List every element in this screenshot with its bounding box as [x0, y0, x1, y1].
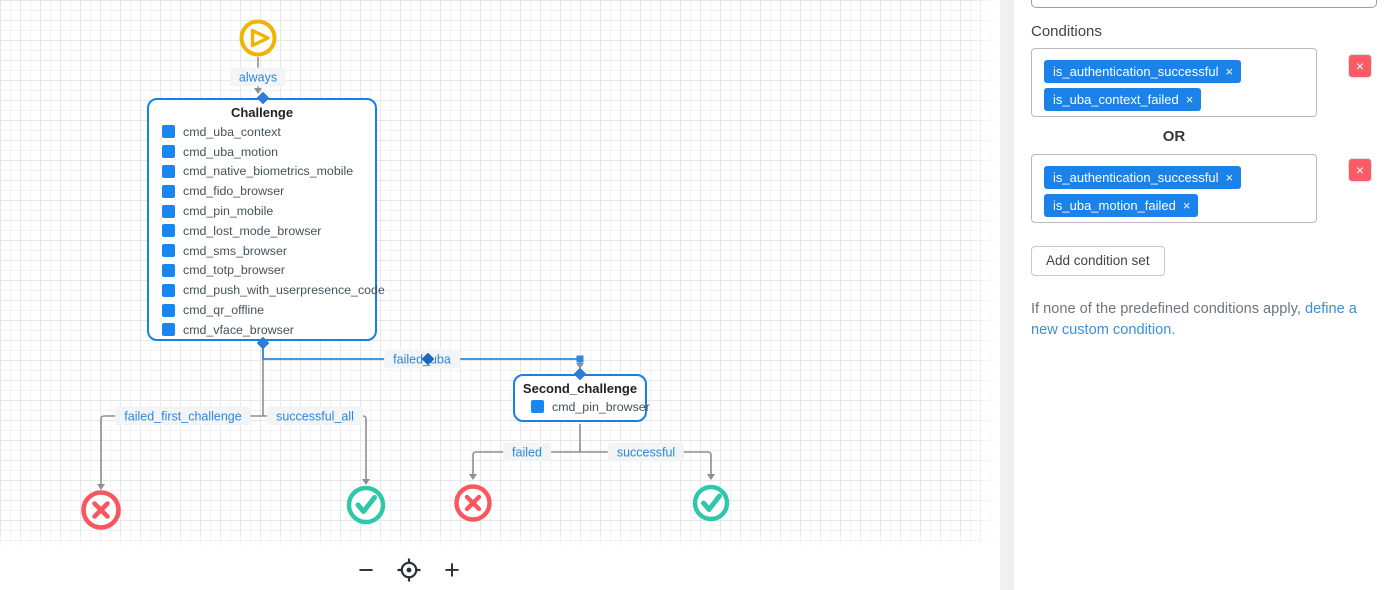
conditions-heading: Conditions — [1031, 23, 1102, 40]
canvas-zoom-toolbar: − + — [352, 556, 466, 584]
zoom-out-button[interactable]: − — [352, 556, 380, 584]
command-icon — [162, 303, 175, 317]
command-icon — [162, 244, 175, 258]
add-condition-set-button[interactable]: Add condition set — [1031, 246, 1165, 276]
delete-condition-set-button[interactable]: × — [1348, 158, 1372, 182]
command-icon — [162, 263, 175, 277]
command-row: cmd_pin_browser — [531, 397, 650, 417]
command-icon — [162, 204, 175, 218]
condition-tag-label: is_uba_context_failed — [1053, 91, 1179, 107]
close-icon: × — [1355, 162, 1365, 178]
command-label: cmd_vface_browser — [183, 322, 294, 337]
grid-fade — [972, 0, 1000, 548]
command-list: cmd_uba_context cmd_uba_motion cmd_nativ… — [162, 122, 385, 340]
command-row: cmd_lost_mode_browser — [162, 221, 375, 241]
command-row: cmd_native_biometrics_mobile — [162, 162, 375, 182]
command-row: cmd_vface_browser — [162, 320, 375, 340]
command-label: cmd_uba_context — [183, 124, 281, 139]
edge-label-failed-first-challenge[interactable]: failed_first_challenge — [115, 406, 251, 426]
minus-icon: − — [358, 554, 374, 585]
command-icon — [162, 184, 175, 198]
command-label: cmd_sms_browser — [183, 243, 287, 258]
grid-fade — [0, 534, 1000, 548]
condition-tag-label: is_authentication_successful — [1053, 63, 1219, 79]
condition-tag-label: is_uba_motion_failed — [1053, 197, 1176, 213]
fit-view-button[interactable] — [395, 556, 423, 584]
edge-label-successful[interactable]: successful — [607, 442, 685, 462]
conditions-panel: Conditions is_authentication_successful … — [1014, 0, 1390, 590]
panel-scrollbar[interactable] — [1000, 0, 1014, 590]
panel-input-partial[interactable] — [1031, 0, 1377, 8]
command-label: cmd_pin_browser — [552, 399, 650, 414]
node-challenge[interactable]: Challenge cmd_uba_context cmd_uba_motion… — [147, 98, 385, 341]
command-label: cmd_pin_mobile — [183, 204, 274, 219]
edge-label-always[interactable]: always — [229, 67, 287, 87]
command-row: cmd_uba_motion — [162, 142, 375, 162]
command-row: cmd_qr_offline — [162, 300, 375, 320]
delete-condition-set-button[interactable]: × — [1348, 54, 1372, 78]
command-icon — [162, 283, 175, 297]
command-icon — [162, 164, 175, 178]
condition-set-1[interactable]: is_authentication_successful × is_uba_co… — [1031, 48, 1317, 117]
command-row: cmd_fido_browser — [162, 181, 375, 201]
command-label: cmd_push_with_userpresence_code — [183, 283, 385, 298]
zoom-in-button[interactable]: + — [438, 556, 466, 584]
command-row: cmd_uba_context — [162, 122, 375, 142]
node-second-challenge[interactable]: Second_challenge cmd_pin_browser — [513, 374, 650, 422]
edge-label-successful-all[interactable]: successful_all — [267, 406, 363, 426]
command-label: cmd_uba_motion — [183, 144, 279, 159]
remove-tag-icon[interactable]: × — [1225, 63, 1234, 79]
plus-icon: + — [444, 554, 460, 585]
command-row: cmd_sms_browser — [162, 241, 375, 261]
remove-tag-icon[interactable]: × — [1225, 169, 1234, 185]
remove-tag-icon[interactable]: × — [1182, 197, 1191, 213]
command-label: cmd_lost_mode_browser — [183, 223, 322, 238]
node-title: Challenge — [230, 105, 294, 120]
command-icon — [162, 145, 175, 159]
flow-canvas[interactable]: Challenge cmd_uba_context cmd_uba_motion… — [0, 0, 1000, 590]
remove-tag-icon[interactable]: × — [1185, 91, 1194, 107]
command-icon — [162, 224, 175, 238]
command-row: cmd_push_with_userpresence_code — [162, 280, 385, 300]
condition-tag[interactable]: is_uba_context_failed × — [1044, 88, 1202, 111]
command-label: cmd_totp_browser — [183, 263, 285, 278]
command-row: cmd_totp_browser — [162, 261, 375, 281]
condition-tag[interactable]: is_authentication_successful × — [1044, 166, 1242, 189]
target-icon — [397, 558, 421, 582]
hint-text: If none of the predefined conditions app… — [1031, 301, 1305, 317]
condition-set-2[interactable]: is_authentication_successful × is_uba_mo… — [1031, 154, 1317, 223]
close-icon: × — [1355, 58, 1365, 74]
command-list: cmd_pin_browser — [531, 397, 650, 417]
condition-tag-label: is_authentication_successful — [1053, 169, 1219, 185]
define-custom-condition-link[interactable]: define a new custom condition. — [1031, 301, 1357, 338]
command-row: cmd_pin_mobile — [162, 201, 375, 221]
or-separator: OR — [1162, 128, 1186, 145]
conditions-hint: If none of the predefined conditions app… — [1031, 299, 1365, 341]
node-title: Second_challenge — [522, 381, 638, 396]
edge-label-failed[interactable]: failed — [503, 442, 551, 462]
condition-tag[interactable]: is_authentication_successful × — [1044, 60, 1242, 83]
command-icon — [162, 323, 175, 337]
command-label: cmd_fido_browser — [183, 184, 285, 199]
command-label: cmd_native_biometrics_mobile — [183, 164, 354, 179]
condition-tag[interactable]: is_uba_motion_failed × — [1044, 194, 1199, 217]
command-icon — [162, 125, 175, 139]
command-label: cmd_qr_offline — [183, 303, 265, 318]
command-icon — [531, 400, 544, 414]
